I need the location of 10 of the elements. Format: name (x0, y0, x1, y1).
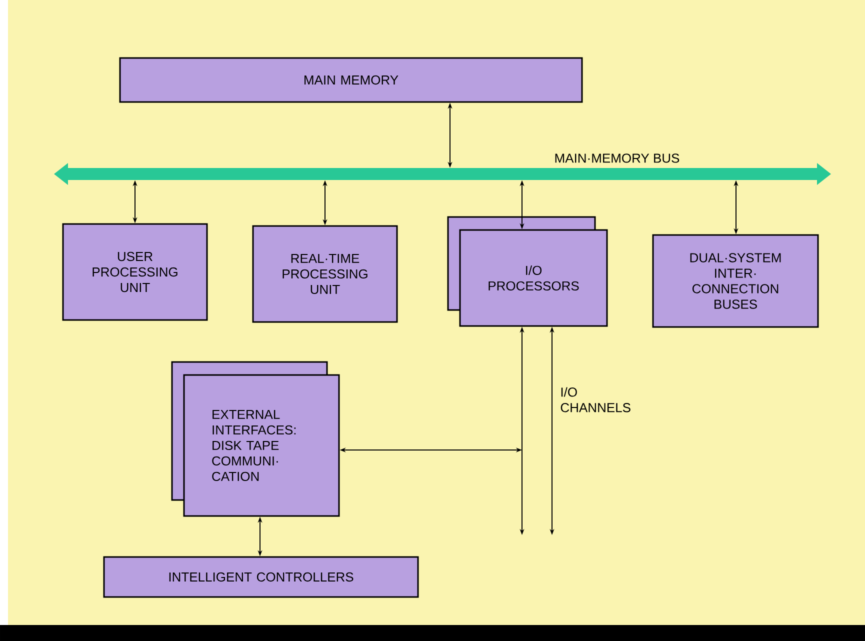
process-box: MAIN MEMORY (119, 57, 583, 103)
channel-label: I/O CHANNELS (560, 387, 630, 412)
node-label: MAIN·MEMORY BUS (555, 154, 680, 163)
stacked-box: EXTERNAL INTERFACES: DISK TAPE COMMUNI· CATION (171, 361, 340, 517)
process-box: DUAL·SYSTEM INTER· CONNECTION BUSES (652, 234, 819, 328)
process-box: INTELLIGENT CONTROLLERS (103, 556, 419, 598)
bus-drawing: MAIN·MEMORY BUS (54, 154, 831, 185)
stacked-box: I/O PROCESSORS (447, 216, 608, 327)
process-box: REAL·TIME PROCESSING UNIT (252, 225, 398, 323)
process-box: USER PROCESSING UNIT (62, 223, 208, 321)
